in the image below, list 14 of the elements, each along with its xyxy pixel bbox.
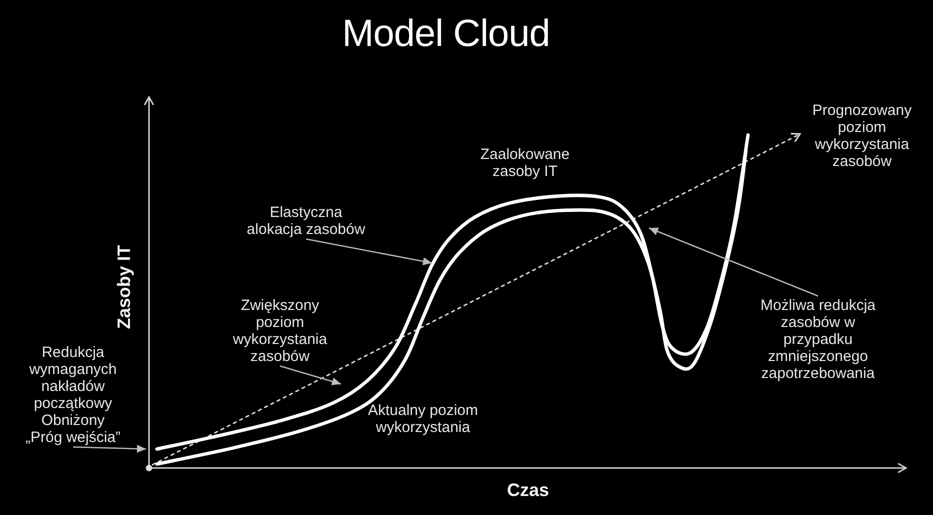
leader-arrow [306,238,432,266]
annotation-text: Możliwa redukcja zasobów w przypadku zmniejszonego zapotrzebowania [754,297,882,382]
leader-arrow [648,227,818,297]
annotation-text: Elastyczna alokacja zasobów [244,204,368,238]
axis-label: Czas [506,479,550,501]
line-label: Prognozowany poziom wykorzystania zasobów [811,102,913,170]
curve-label: Zaalokowane zasoby IT [479,146,571,180]
annotation-text: Redukcja wymaganych nakładów początkowy Obniżony „Próg wejścia” [24,344,122,446]
leader-arrow [280,365,342,386]
annotation-text: Zwiększony poziom wykorzystania zasobów [230,297,330,365]
leader-arrow [72,444,146,453]
axis-label: Zasoby IT [113,244,135,332]
curve-label: Aktualny poziom wykorzystania [366,402,480,436]
chart-title: Model Cloud [341,12,551,56]
